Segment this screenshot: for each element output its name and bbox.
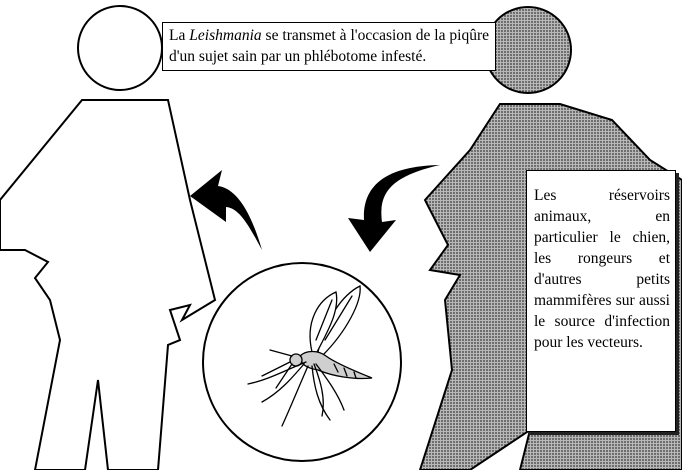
healthy-person-body <box>0 100 215 470</box>
sandfly-vector <box>203 263 401 461</box>
caption-prefix: La <box>169 27 189 44</box>
reservoir-caption: Les réservoirs animaux, en particulier l… <box>526 170 676 432</box>
curved-arrow-right-icon <box>348 165 440 252</box>
healthy-person-figure <box>0 6 215 470</box>
caption-genus-name: Leishmania <box>189 27 261 44</box>
curved-arrow-left-icon <box>190 170 262 250</box>
reservoir-caption-text: Les réservoirs animaux, en particulier l… <box>534 187 670 351</box>
infected-person-head <box>485 7 571 93</box>
healthy-person-head <box>78 6 162 90</box>
transmission-caption: La Leishmania se transmet à l'occasion d… <box>162 22 496 71</box>
